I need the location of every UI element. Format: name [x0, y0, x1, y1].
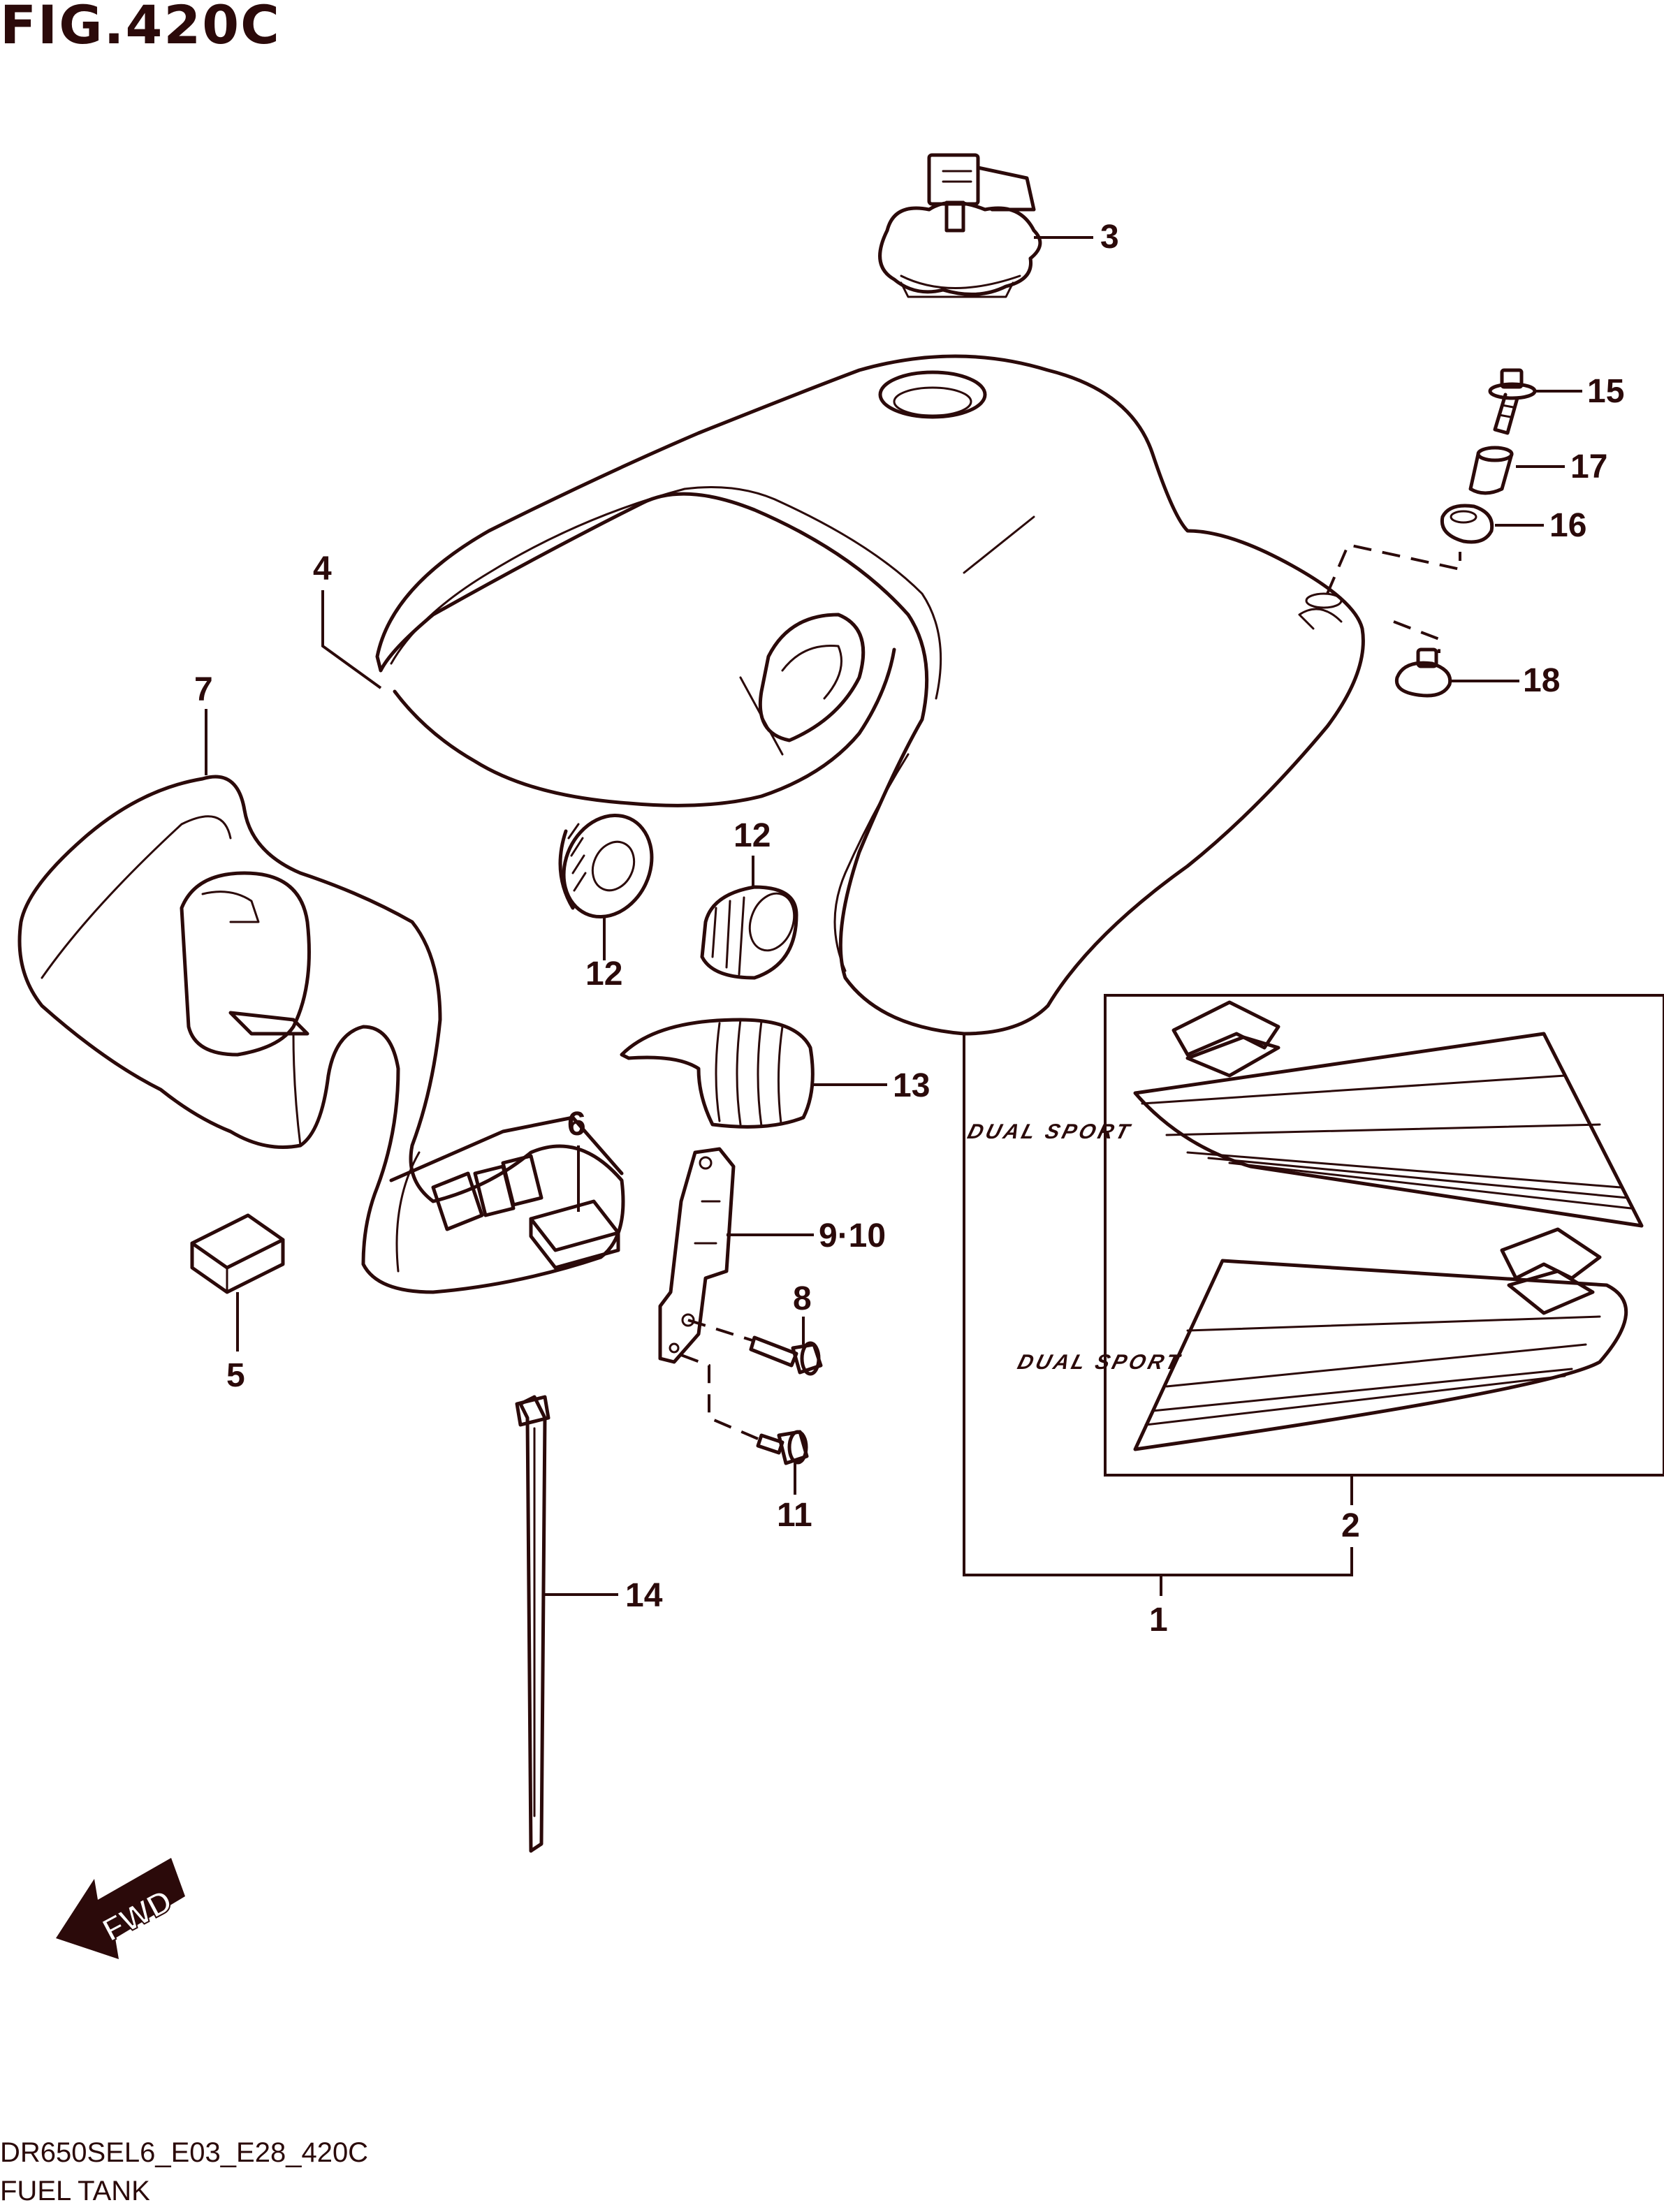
callout-16: 16: [1549, 507, 1586, 544]
dashed-line-18: [1393, 620, 1440, 653]
tie-strap-14: [515, 1395, 550, 1853]
dashed-line-15-16: [1326, 543, 1461, 594]
model-code: DR650SEL6_E03_E28_420C: [0, 2137, 368, 2168]
callout-15: 15: [1587, 373, 1624, 410]
callout-12a: 12: [585, 955, 622, 993]
emblem-upper-text: DUAL SPORT: [965, 1120, 1134, 1143]
block-5: [190, 1213, 285, 1294]
cushion-12b: [700, 885, 798, 980]
callout-14: 14: [625, 1577, 663, 1614]
callout-5: 5: [226, 1357, 245, 1394]
callout-2: 2: [1341, 1507, 1360, 1544]
callout-9-10: 9·10: [819, 1217, 886, 1254]
callout-6: 6: [567, 1106, 586, 1143]
tank-cover-7: [17, 775, 625, 1294]
pad-6: [529, 1199, 620, 1270]
leader-1-bracket: [963, 1034, 1353, 1576]
bolt-8: [749, 1335, 823, 1376]
callout-12b: 12: [734, 817, 771, 854]
callout-8: 8: [793, 1280, 812, 1317]
callout-7: 7: [194, 671, 213, 708]
leader-4: [321, 590, 382, 689]
cushion-13: [620, 1018, 815, 1129]
figure-title: FIG.420C: [0, 0, 281, 56]
emblem-upper: DUAL SPORT: [965, 1000, 1644, 1228]
emblem-lower-text: DUAL SPORT: [1015, 1350, 1185, 1373]
fuel-tank: [375, 354, 1365, 1036]
callout-3: 3: [1100, 219, 1119, 256]
bracket-9-10: [658, 1147, 736, 1364]
cushion-12a: [558, 813, 654, 919]
fwd-arrow-icon: FWD: [56, 1858, 185, 1959]
emblem-set-box: [1104, 994, 1664, 1477]
cushion-16: [1440, 504, 1494, 544]
callout-17: 17: [1570, 448, 1607, 485]
callout-18: 18: [1523, 662, 1560, 699]
collar-17: [1468, 446, 1514, 495]
fuel-cap: [878, 153, 1042, 298]
bolt-15: [1488, 368, 1537, 435]
emblem-lower: DUAL SPORT: [1015, 1227, 1628, 1451]
callout-11: 11: [777, 1497, 812, 1534]
cushion-18: [1394, 647, 1452, 698]
callout-4: 4: [313, 550, 332, 587]
callout-1: 1: [1149, 1602, 1168, 1639]
callout-13: 13: [893, 1067, 930, 1104]
bolt-11: [756, 1430, 809, 1465]
figure-caption: FUEL TANK: [0, 2176, 150, 2206]
